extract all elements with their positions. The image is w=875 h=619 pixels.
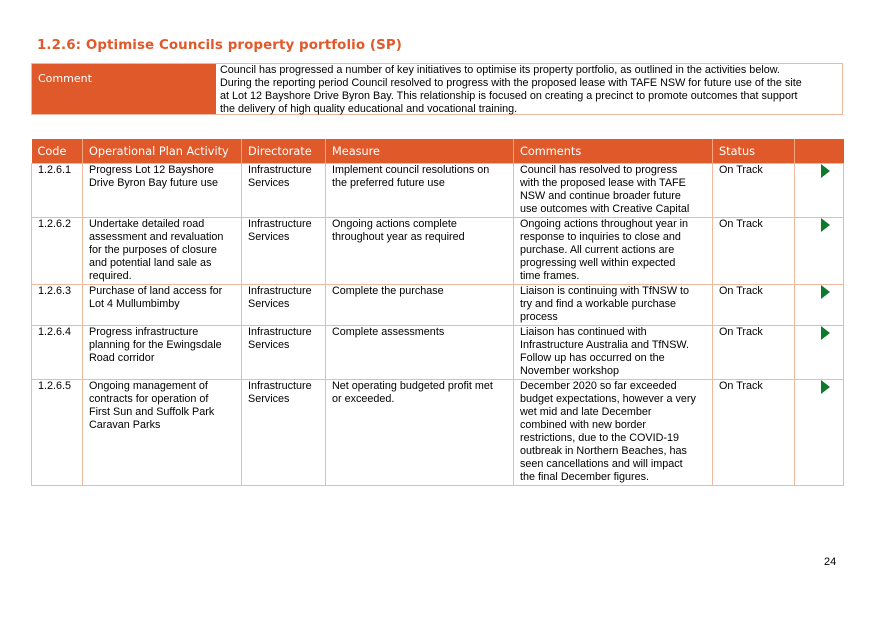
cell-status: On Track: [712, 378, 795, 486]
green-arrow-icon: [820, 163, 830, 178]
cell-comments: Liaison is continuing with TfNSW to try …: [513, 283, 713, 326]
header-status: Status: [712, 139, 795, 163]
header-activity: Operational Plan Activity: [82, 139, 242, 163]
cell-directorate: Infrastructure Services: [241, 216, 326, 285]
header-comments: Comments: [513, 139, 713, 163]
cell-measure: Net operating budgeted profit met or exc…: [325, 378, 514, 486]
comment-label: Comment: [32, 64, 216, 114]
cell-code: 1.2.6.3: [31, 283, 83, 326]
cell-measure: Ongoing actions complete throughout year…: [325, 216, 514, 285]
green-arrow-icon: [820, 284, 830, 299]
cell-directorate: Infrastructure Services: [241, 378, 326, 486]
cell-comments: Liaison has continued with Infrastructur…: [513, 324, 713, 380]
cell-status: On Track: [712, 216, 795, 285]
cell-status: On Track: [712, 324, 795, 380]
page-number: 24: [824, 556, 837, 568]
section-title: 1.2.6: Optimise Councils property portfo…: [37, 38, 403, 53]
cell-directorate: Infrastructure Services: [241, 162, 326, 218]
header-indicator: [794, 139, 844, 163]
cell-directorate: Infrastructure Services: [241, 283, 326, 326]
green-arrow-icon: [820, 217, 830, 232]
table-row: 1.2.6.1 Progress Lot 12 Bayshore Drive B…: [31, 162, 844, 218]
cell-measure: Implement council resolutions on the pre…: [325, 162, 514, 218]
green-arrow-icon: [820, 325, 830, 340]
table-row: 1.2.6.3 Purchase of land access for Lot …: [31, 283, 844, 326]
cell-activity: Ongoing management of contracts for oper…: [82, 378, 242, 486]
table-row: 1.2.6.5 Ongoing management of contracts …: [31, 378, 844, 486]
cell-code: 1.2.6.1: [31, 162, 83, 218]
cell-measure: Complete assessments: [325, 324, 514, 380]
cell-comments: Council has resolved to progress with th…: [513, 162, 713, 218]
header-directorate: Directorate: [241, 139, 326, 163]
table-row: 1.2.6.2 Undertake detailed road assessme…: [31, 216, 844, 285]
cell-measure: Complete the purchase: [325, 283, 514, 326]
comment-box: Comment Council has progressed a number …: [31, 63, 843, 115]
cell-code: 1.2.6.4: [31, 324, 83, 380]
cell-indicator: [794, 378, 844, 486]
table-row: 1.2.6.4 Progress infrastructure planning…: [31, 324, 844, 380]
activities-table: Code Operational Plan Activity Directora…: [31, 139, 844, 486]
header-code: Code: [31, 139, 83, 163]
table-header-row: Code Operational Plan Activity Directora…: [31, 139, 844, 163]
cell-indicator: [794, 283, 844, 326]
header-measure: Measure: [325, 139, 514, 163]
cell-directorate: Infrastructure Services: [241, 324, 326, 380]
cell-activity: Progress Lot 12 Bayshore Drive Byron Bay…: [82, 162, 242, 218]
cell-code: 1.2.6.2: [31, 216, 83, 285]
cell-status: On Track: [712, 283, 795, 326]
cell-activity: Purchase of land access for Lot 4 Mullum…: [82, 283, 242, 326]
cell-status: On Track: [712, 162, 795, 218]
cell-comments: December 2020 so far exceeded budget exp…: [513, 378, 713, 486]
comment-text: Council has progressed a number of key i…: [220, 64, 802, 115]
cell-code: 1.2.6.5: [31, 378, 83, 486]
cell-indicator: [794, 162, 844, 218]
cell-comments: Ongoing actions throughout year in respo…: [513, 216, 713, 285]
cell-indicator: [794, 324, 844, 380]
cell-activity: Progress infrastructure planning for the…: [82, 324, 242, 380]
cell-activity: Undertake detailed road assessment and r…: [82, 216, 242, 285]
cell-indicator: [794, 216, 844, 285]
green-arrow-icon: [820, 379, 830, 394]
